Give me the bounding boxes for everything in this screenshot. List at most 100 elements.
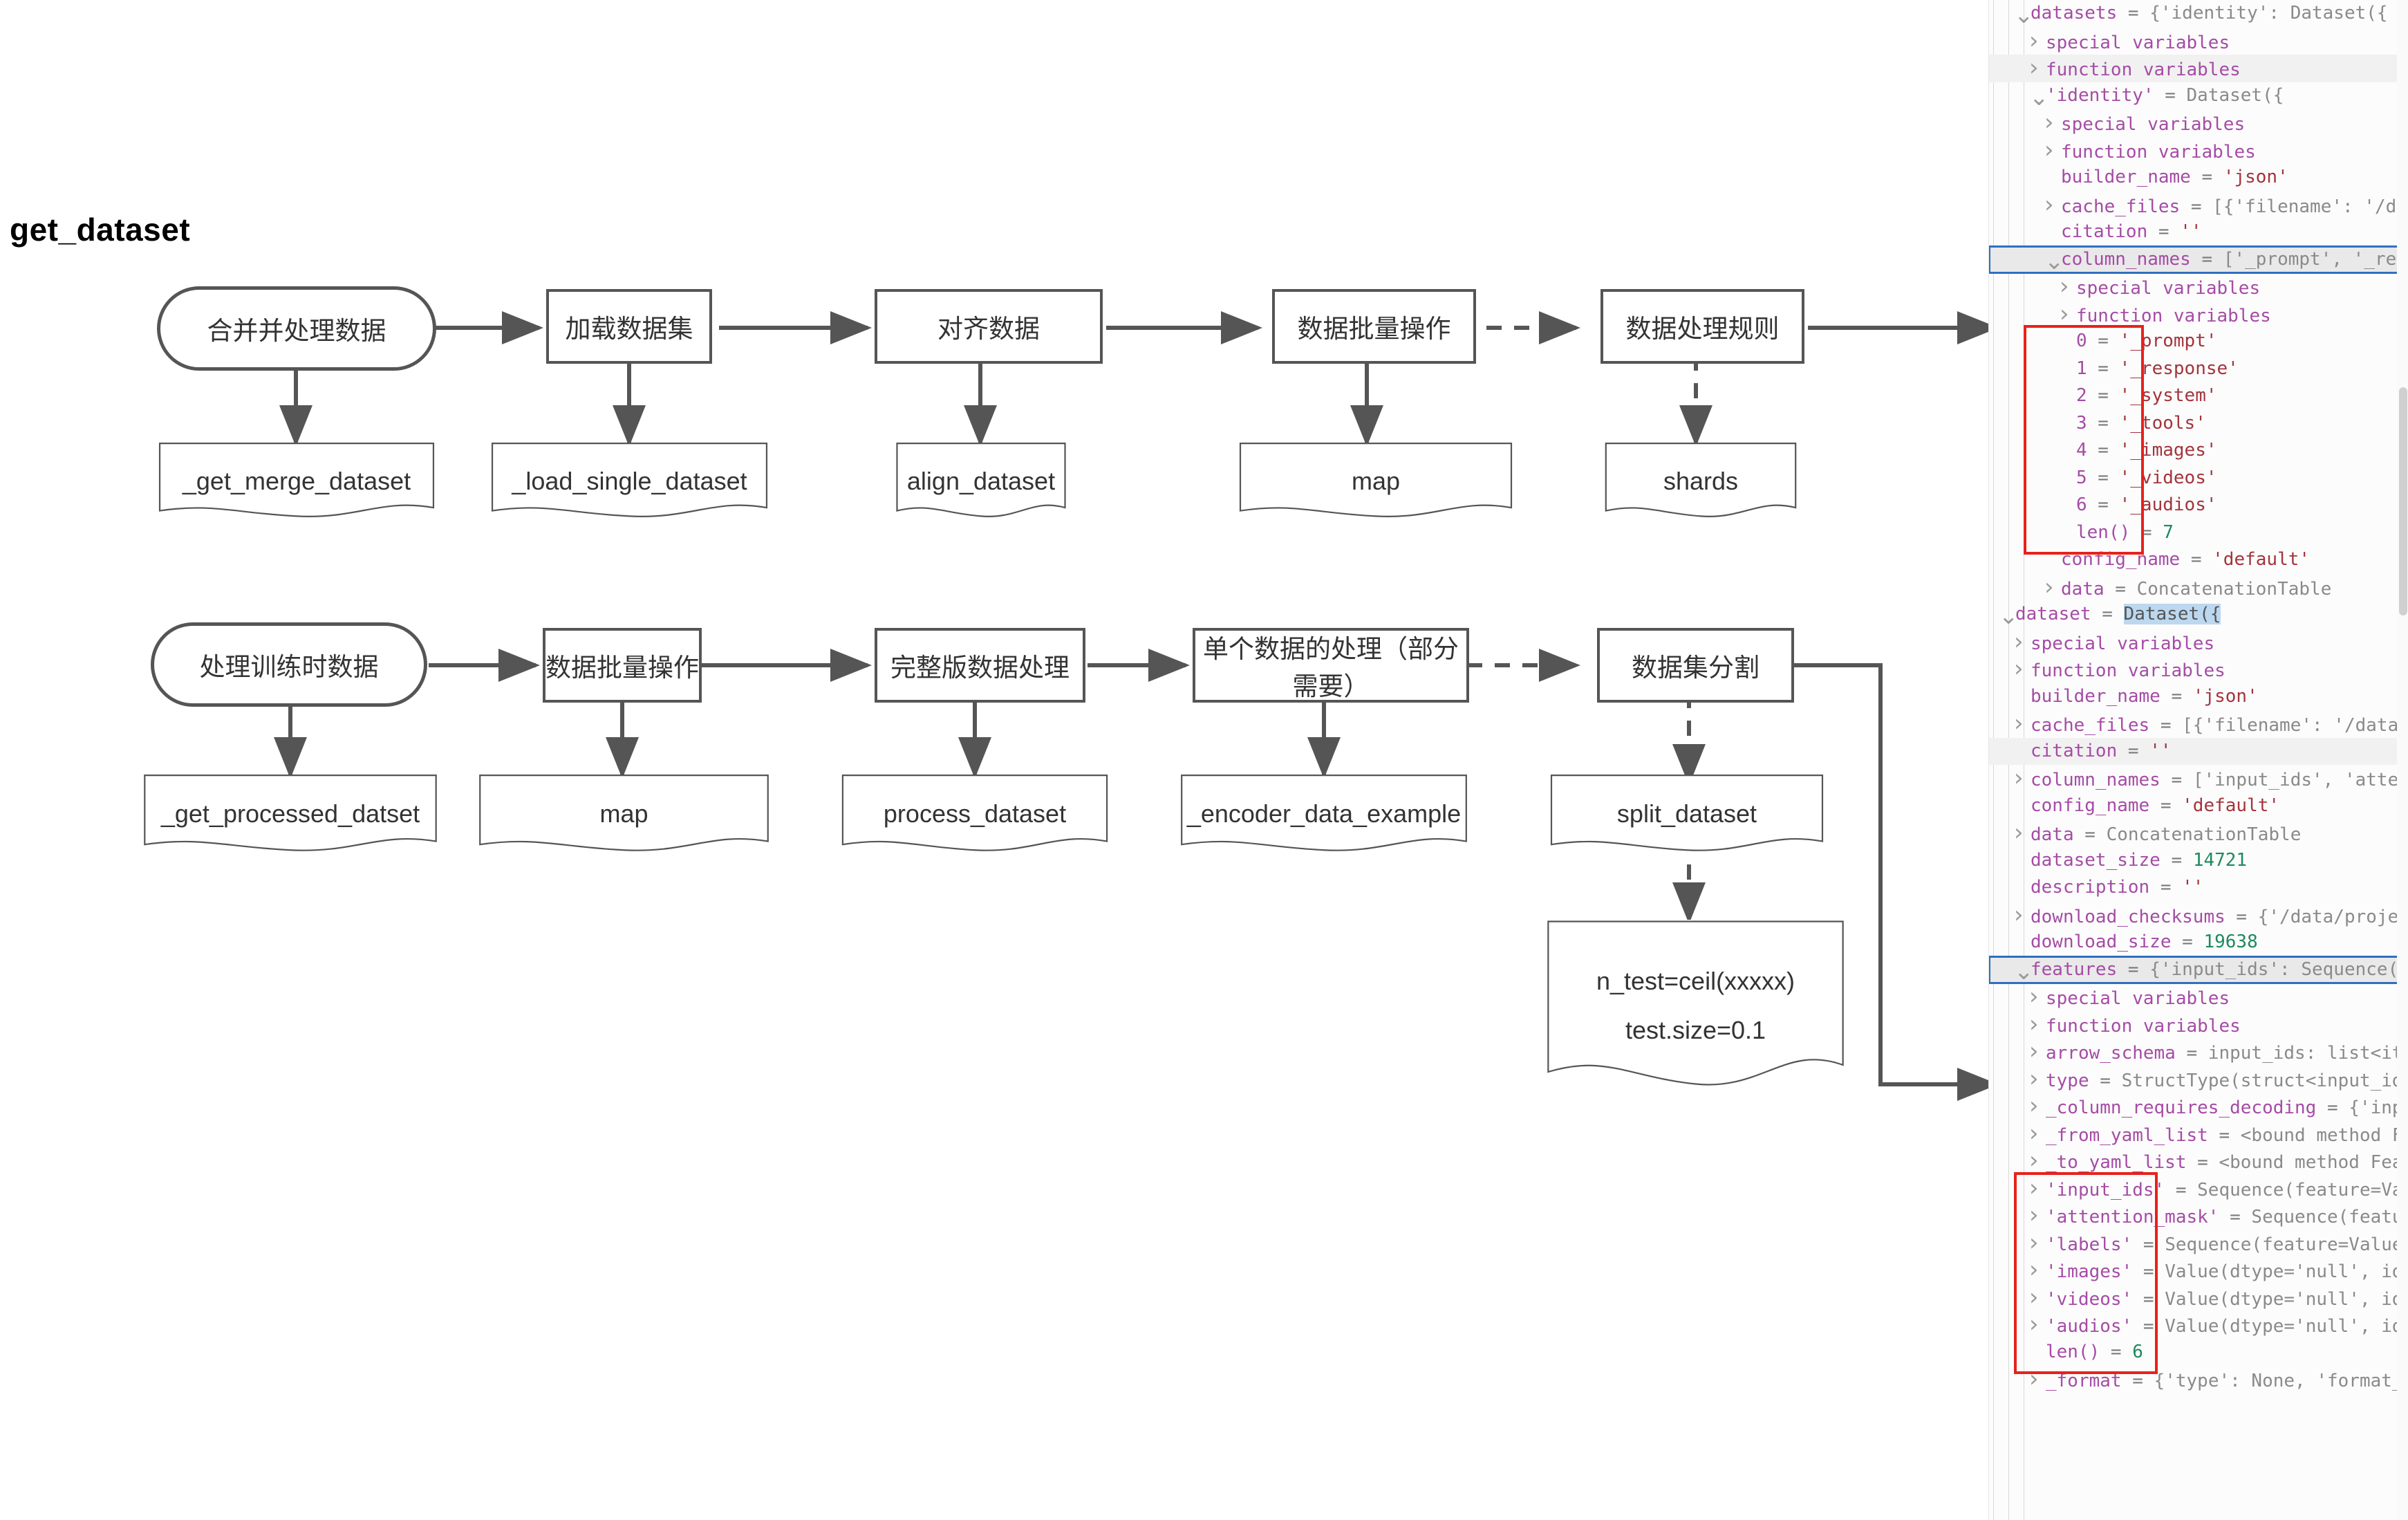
chevron-right-icon[interactable]: › xyxy=(2014,655,2024,683)
variable-row[interactable]: builder_name = 'json' xyxy=(1989,164,2408,192)
variable-value: <bound method Featu xyxy=(2240,1124,2408,1146)
test-split-note-line2: test.size=0.1 xyxy=(1625,1016,1766,1044)
chevron-right-icon[interactable]: › xyxy=(2044,573,2054,601)
variable-row[interactable]: ›special variables xyxy=(1989,26,2408,55)
variable-row[interactable]: config_name = 'default' xyxy=(1989,546,2408,574)
variable-row[interactable]: dataset_size = 14721 xyxy=(1989,847,2408,875)
variable-row[interactable]: ›'input_ids' = Sequence(feature=Value( xyxy=(1989,1174,2408,1203)
variable-name: 'attention_mask' xyxy=(2046,1207,2219,1227)
chevron-right-icon[interactable]: › xyxy=(2029,1283,2039,1311)
chevron-down-icon[interactable]: ⌄ xyxy=(2014,1,2034,29)
variable-row[interactable]: 5 = '_videos' xyxy=(1989,465,2408,492)
chevron-right-icon[interactable]: › xyxy=(2014,627,2024,656)
chevron-right-icon[interactable]: › xyxy=(2029,1310,2039,1338)
variable-row[interactable]: ›download_checksums = {'/data/project/w xyxy=(1989,900,2408,929)
chevron-right-icon[interactable]: › xyxy=(2014,764,2024,792)
variable-row[interactable]: 4 = '_images' xyxy=(1989,437,2408,465)
variable-row[interactable]: ›_to_yaml_list = <bound method Feature xyxy=(1989,1147,2408,1175)
variable-name: type xyxy=(2046,1070,2089,1091)
variable-row[interactable]: ›function variables xyxy=(1989,655,2408,683)
variable-row[interactable]: citation = '' xyxy=(1989,737,2408,765)
variable-row[interactable]: 0 = '_prompt' xyxy=(1989,328,2408,355)
variable-row[interactable]: ›arrow_schema = input_ids: list<item: xyxy=(1989,1037,2408,1066)
variable-row[interactable]: ›function variables xyxy=(1989,1010,2408,1039)
chevron-right-icon[interactable]: › xyxy=(2029,1256,2039,1283)
variable-row[interactable]: citation = '' xyxy=(1989,219,2408,246)
variable-row[interactable]: ›data = ConcatenationTable xyxy=(1989,573,2408,602)
variable-row[interactable]: ›type = StructType(struct<input_ids: l xyxy=(1989,1064,2408,1093)
variable-name: 0 xyxy=(2076,331,2087,351)
variable-row[interactable]: ›data = ConcatenationTable xyxy=(1989,819,2408,847)
flow-node-train: 处理训练时数据 xyxy=(151,622,427,707)
variable-row[interactable]: len() = 6 xyxy=(1989,1339,2408,1366)
chevron-right-icon[interactable]: › xyxy=(2029,1092,2039,1120)
chevron-down-icon[interactable]: ⌄ xyxy=(1999,602,2019,630)
chevron-right-icon[interactable]: › xyxy=(2044,190,2054,219)
variable-row[interactable]: ⌄dataset = Dataset({ xyxy=(1989,601,2408,629)
variable-row[interactable]: ›cache_files = [{'filename': '/data/pro xyxy=(1989,710,2408,738)
variable-row[interactable]: ⌄column_names = ['_prompt', '_resp xyxy=(1989,245,2408,275)
variable-row[interactable]: ›'labels' = Sequence(feature=Value(dty xyxy=(1989,1228,2408,1257)
variable-row[interactable]: builder_name = 'json' xyxy=(1989,683,2408,711)
variable-row[interactable]: ⌄'identity' = Dataset({ xyxy=(1989,82,2408,110)
chevron-right-icon[interactable]: › xyxy=(2044,136,2054,164)
variable-row[interactable]: ⌄datasets = {'identity': Dataset({ xyxy=(1989,0,2408,28)
variable-row[interactable]: ›column_names = ['input_ids', 'attentio xyxy=(1989,764,2408,793)
variable-name: builder_name xyxy=(2061,167,2191,187)
variable-row[interactable]: ›'images' = Value(dtype='null', id=Non xyxy=(1989,1256,2408,1284)
chevron-down-icon[interactable]: ⌄ xyxy=(2014,957,2034,985)
variable-row[interactable]: download_size = 19638 xyxy=(1989,929,2408,956)
chevron-right-icon[interactable]: › xyxy=(2029,1174,2039,1202)
chevron-down-icon[interactable]: ⌄ xyxy=(2044,247,2064,275)
variable-row[interactable]: ›special variables xyxy=(1989,109,2408,137)
chevron-right-icon[interactable]: › xyxy=(2029,1037,2039,1065)
variable-row[interactable]: 1 = '_response' xyxy=(1989,355,2408,383)
variable-equals: = xyxy=(2073,824,2107,845)
variable-row[interactable]: ›function variables xyxy=(1989,299,2408,328)
variable-inspector-panel[interactable]: ⌄datasets = {'identity': Dataset({›speci… xyxy=(1988,0,2408,1520)
variable-row[interactable]: ›_column_requires_decoding = {'input_i xyxy=(1989,1092,2408,1120)
chevron-right-icon[interactable]: › xyxy=(2029,1010,2039,1038)
chevron-right-icon[interactable]: › xyxy=(2029,1119,2039,1147)
variable-row[interactable]: ›special variables xyxy=(1989,272,2408,301)
chevron-right-icon[interactable]: › xyxy=(2029,983,2039,1010)
variable-row[interactable]: ›'videos' = Value(dtype='null', id=Non xyxy=(1989,1283,2408,1312)
variable-value: 'default' xyxy=(2212,549,2311,570)
variable-row[interactable]: ›special variables xyxy=(1989,983,2408,1011)
chevron-right-icon[interactable]: › xyxy=(2060,272,2069,300)
variable-row[interactable]: ›function variables xyxy=(1989,54,2408,82)
chevron-right-icon[interactable]: › xyxy=(2029,1365,2039,1393)
variable-row[interactable]: description = '' xyxy=(1989,874,2408,902)
chevron-right-icon[interactable]: › xyxy=(2014,710,2024,737)
variable-row[interactable]: ›function variables xyxy=(1989,136,2408,165)
spacer-icon xyxy=(2044,546,2061,574)
chevron-right-icon[interactable]: › xyxy=(2029,1147,2039,1174)
variable-row[interactable]: 3 = '_tools' xyxy=(1989,410,2408,438)
variable-row[interactable]: ›_format = {'type': None, 'format_k xyxy=(1989,1365,2408,1393)
variable-row[interactable]: ⌄features = {'input_ids': Sequence(feat xyxy=(1989,955,2408,985)
variable-row[interactable]: len() = 7 xyxy=(1989,519,2408,547)
variable-row[interactable]: ›cache_files = [{'filename': '/dat xyxy=(1989,190,2408,219)
chevron-right-icon[interactable]: › xyxy=(2044,109,2054,136)
variable-row[interactable]: 2 = '_system' xyxy=(1989,382,2408,410)
chevron-down-icon[interactable]: ⌄ xyxy=(2029,83,2049,111)
chevron-right-icon[interactable]: › xyxy=(2060,299,2069,328)
variable-row[interactable]: ›_from_yaml_list = <bound method Featu xyxy=(1989,1120,2408,1148)
chevron-right-icon[interactable]: › xyxy=(2029,26,2039,55)
chevron-right-icon[interactable]: › xyxy=(2014,819,2024,846)
variable-row[interactable]: ›special variables xyxy=(1989,627,2408,656)
variable-row[interactable]: 6 = '_audios' xyxy=(1989,492,2408,519)
chevron-right-icon[interactable]: › xyxy=(2029,1201,2039,1229)
scrollbar-thumb[interactable] xyxy=(2399,387,2407,615)
chevron-right-icon[interactable]: › xyxy=(2029,54,2039,82)
chevron-right-icon[interactable]: › xyxy=(2029,1228,2039,1257)
variable-row[interactable]: ›'attention_mask' = Sequence(feature=V xyxy=(1989,1201,2408,1230)
variable-row[interactable]: ›'audios' = Value(dtype='null', id=Non xyxy=(1989,1310,2408,1339)
chevron-right-icon[interactable]: › xyxy=(2029,1064,2039,1093)
variable-row[interactable]: config_name = 'default' xyxy=(1989,793,2408,820)
spacer-icon xyxy=(2060,492,2076,519)
test-split-note-line1: n_test=ceil(xxxxx) xyxy=(1596,967,1795,996)
chevron-right-icon[interactable]: › xyxy=(2014,900,2024,929)
panel-scrollbar[interactable] xyxy=(2397,0,2408,1520)
variable-name: builder_name xyxy=(2031,685,2160,707)
